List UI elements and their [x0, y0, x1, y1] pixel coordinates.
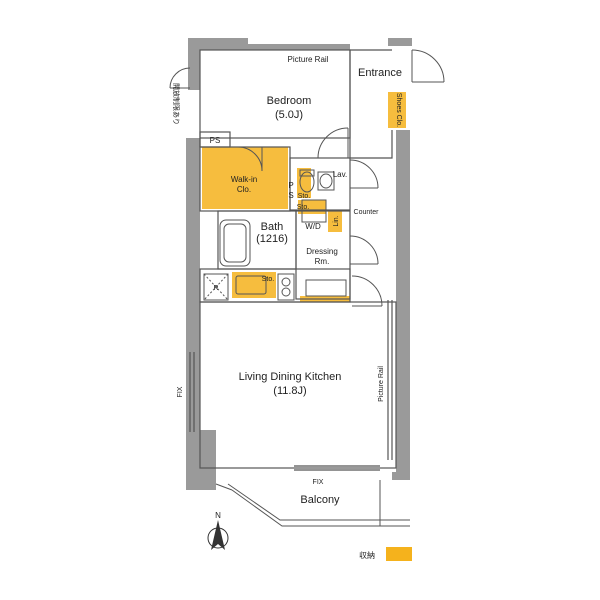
- compass-n-label: N: [215, 511, 221, 520]
- legend-swatch: [386, 547, 412, 561]
- bath-name: Bath: [261, 221, 284, 233]
- shoes-closet-label: Shoes Clo.: [395, 93, 402, 127]
- ps-side-p: P: [288, 181, 293, 190]
- fixtures: [203, 169, 347, 301]
- entrance-name: Entrance: [358, 67, 402, 79]
- door-swings: [169, 49, 445, 307]
- walkin-line1: Walk-in: [231, 175, 257, 184]
- legend-label: 収納: [359, 550, 375, 560]
- picture-rail-top: Picture Rail: [288, 55, 329, 64]
- ps-side-s: S: [288, 191, 293, 200]
- balcony: [215, 480, 410, 527]
- fix-left: FIX: [177, 386, 184, 397]
- fix-bottom: FIX: [313, 479, 324, 486]
- linen-fill: [328, 210, 342, 232]
- compass-icon: [207, 520, 229, 550]
- bedroom-name: Bedroom: [267, 95, 312, 107]
- wd-label: W/D: [305, 222, 321, 231]
- walkin-line2: Clo.: [237, 185, 251, 194]
- shoes-closet-fill: [388, 92, 406, 128]
- ldk-name: Living Dining Kitchen: [239, 371, 342, 383]
- room-lines: [189, 49, 397, 471]
- picture-rail-right: Picture Rail: [378, 366, 385, 402]
- dressing-line1: Dressing: [306, 247, 338, 256]
- lin-label: Lin.: [333, 215, 340, 226]
- sto-label-1: Sto.: [298, 193, 311, 200]
- bath-size: (1216): [256, 233, 288, 245]
- ps-top-label: PS: [210, 136, 221, 145]
- sto-label-3: Sto.: [262, 276, 275, 283]
- walls: [186, 38, 412, 490]
- balcony-name: Balcony: [300, 494, 340, 506]
- walkin-closet-fill: [202, 147, 288, 209]
- refrigerator-label: R: [213, 285, 218, 292]
- bedroom-size: (5.0J): [275, 109, 303, 121]
- dressing-line2: Rm.: [315, 257, 330, 266]
- counter-label: Counter: [354, 209, 380, 216]
- side-note: 開放制限あり: [172, 83, 181, 125]
- ldk-size: (11.8J): [273, 385, 306, 397]
- lav-label: Lav.: [333, 170, 348, 179]
- sto-label-2: Sto.: [297, 204, 310, 211]
